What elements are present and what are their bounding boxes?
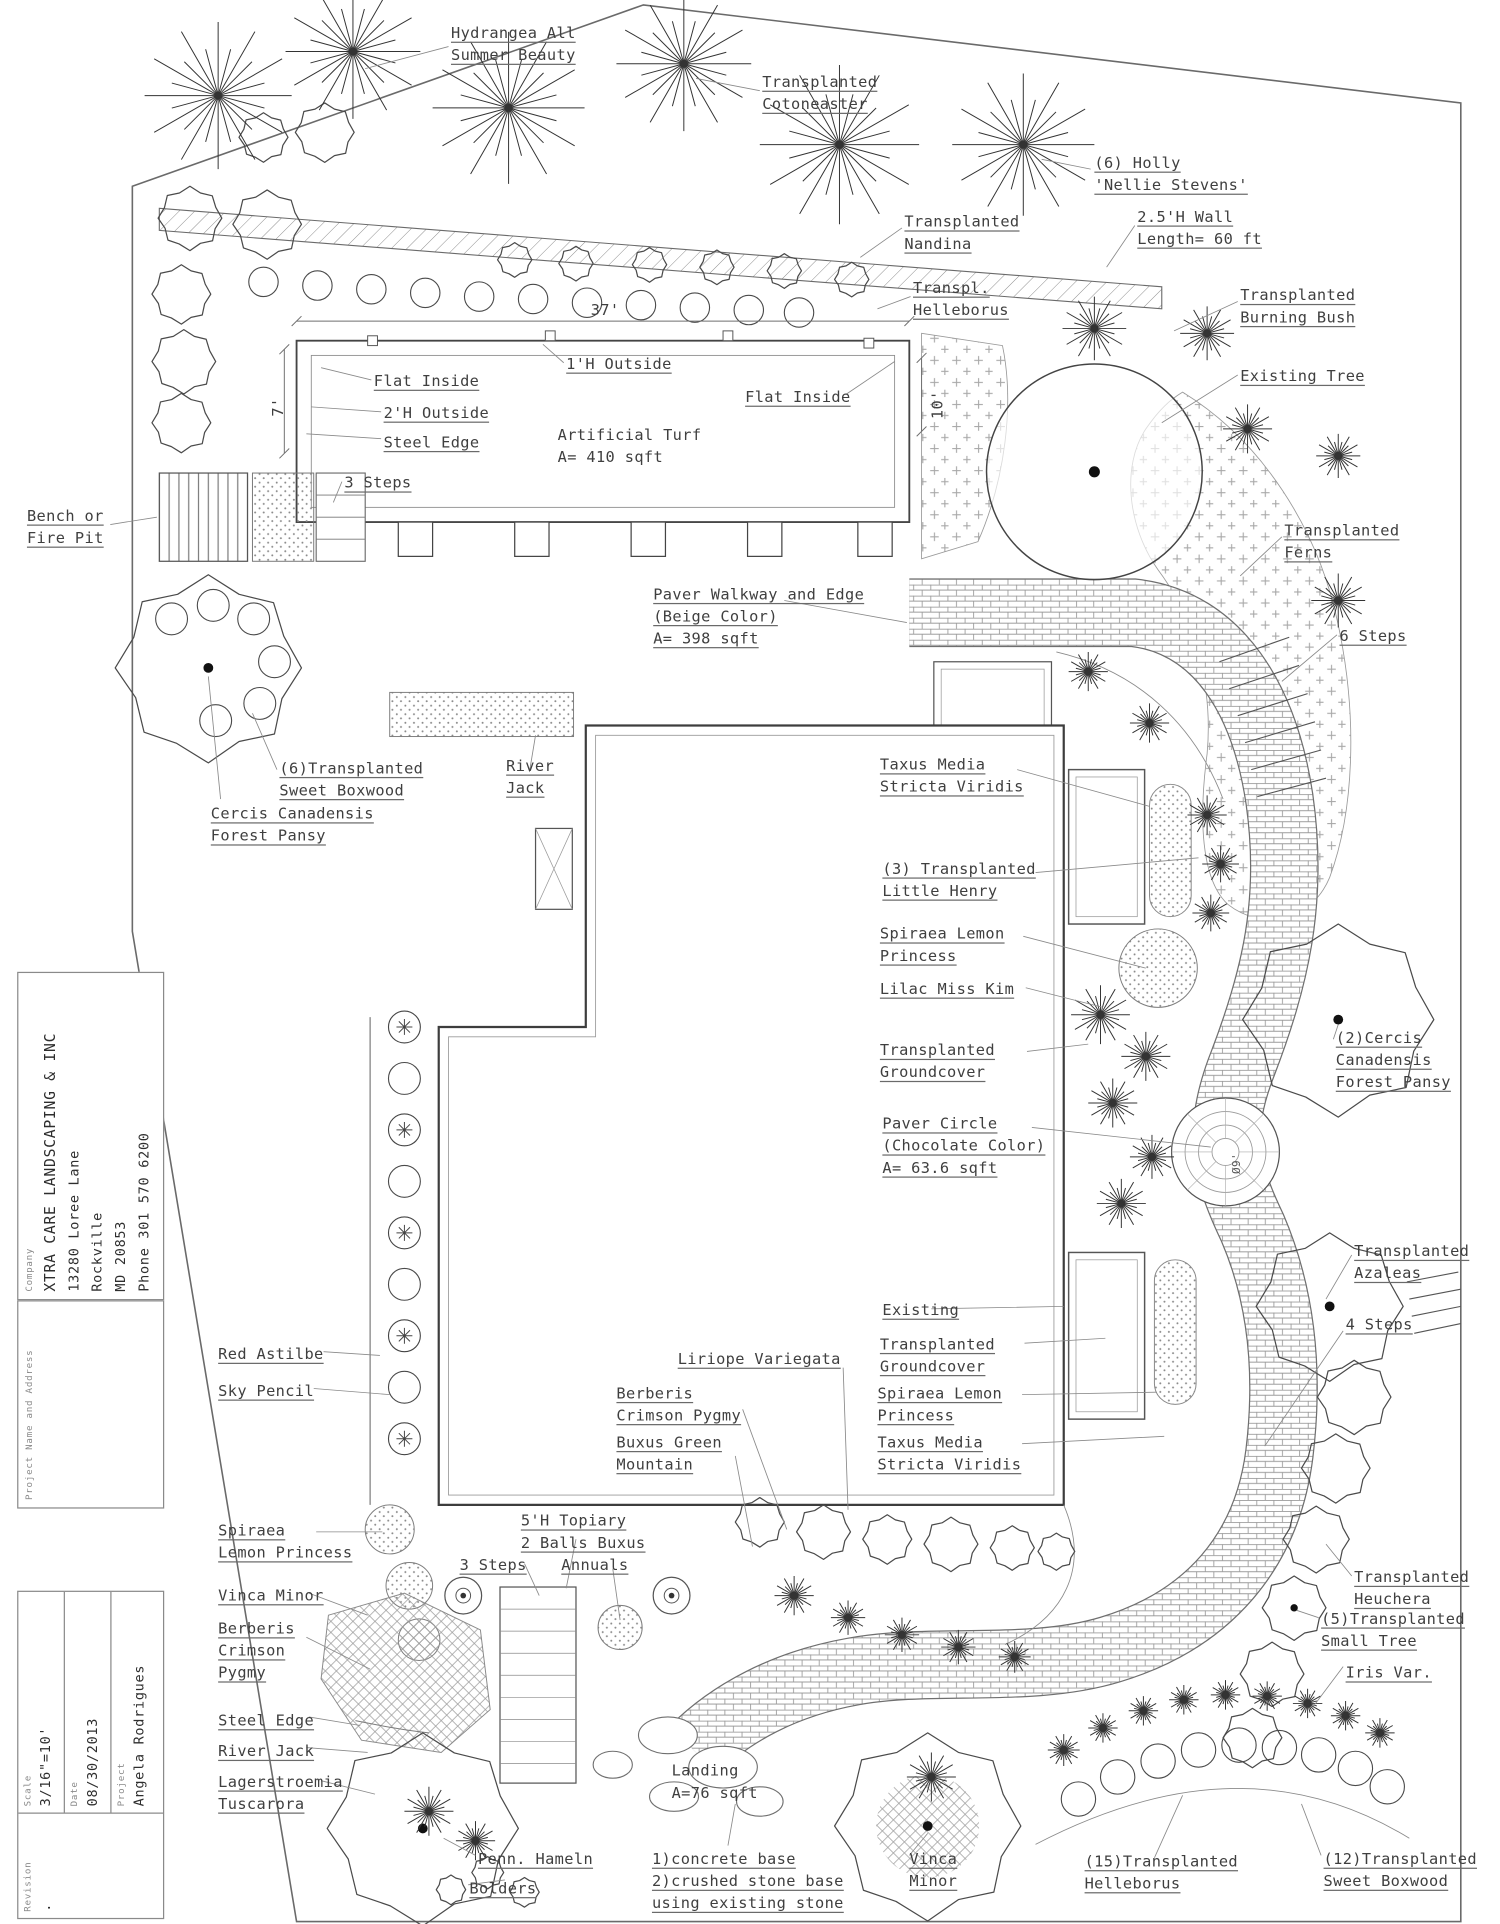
title-block-info: Scale 3/16"=10' Date 08/30/2013 Project … [17,1590,165,1920]
company-phone: Phone 301 570 6200 [136,1132,152,1292]
bench-fire-pit [158,472,366,562]
shrub-circles [155,266,1405,1817]
title-block-info-row: Scale 3/16"=10' Date 08/30/2013 Project … [18,1591,163,1813]
company-address-2: Rockville [89,1212,106,1292]
landing-stones [592,1716,784,1817]
scale-label: Scale [22,1775,34,1807]
company-address-3: MD 20853 [112,1220,129,1292]
date-cell: Date 08/30/2013 [65,1591,112,1813]
sky-pencil-row [388,1011,420,1455]
paver-circle [1170,1097,1281,1207]
scale-value: 3/16"=10' [37,1726,54,1807]
property-boundary [131,4,1462,1923]
six-steps-lines [1219,636,1327,798]
river-jack-strip [389,691,575,738]
dimension-lines [279,315,927,459]
project-value: Angela Rodrigues [131,1664,148,1807]
house-footprint [437,724,1065,1507]
artificial-turf [295,330,911,557]
date-value: 08/30/2013 [84,1717,101,1807]
planters [933,661,1197,1420]
title-block-company: Company XTRA CARE LANDSCAPING & INC 1328… [17,971,165,1301]
paver-walkway [669,578,1327,1775]
project-label: Project [115,1762,127,1807]
company-label: Company [23,1247,35,1292]
existing-tree [985,363,1203,581]
bed-edges [1004,651,1410,1845]
project-name-label: Project Name and Address [23,1349,35,1501]
tree-blobs [115,103,1434,1924]
date-label: Date [68,1781,80,1807]
four-steps-lines [1406,1271,1461,1334]
company-address-1: 13280 Loree Lane [66,1150,83,1292]
revision-label: Revision [22,1861,34,1912]
project-cell: Project Angela Rodrigues [112,1592,163,1813]
revision-value: . [37,1902,54,1912]
retaining-wall [158,207,1163,310]
bottom-left-beds [320,1576,691,1784]
leader-lines [110,46,1353,1886]
scale-cell: Scale 3/16"=10' [18,1591,65,1813]
title-block-project-name: Project Name and Address [17,1300,165,1509]
company-name: XTRA CARE LANDSCAPING & INC [41,1032,59,1292]
revision-cell: Revision . [18,1812,163,1918]
